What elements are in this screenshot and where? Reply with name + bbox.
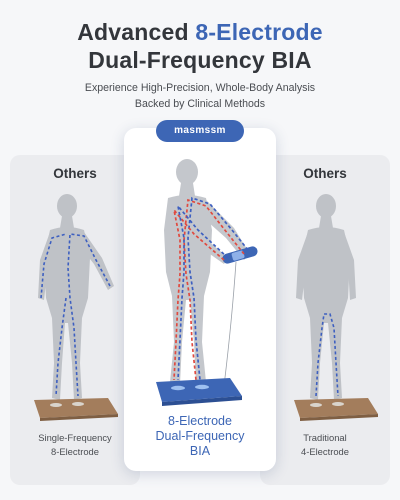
right-caption-line-2: 4-Electrode	[301, 446, 349, 457]
handle-cable	[223, 261, 237, 387]
panel-left-title: Others	[53, 166, 97, 181]
center-caption-line-3: BIA	[189, 444, 211, 458]
right-current-path	[315, 313, 339, 397]
subheadline-line-2: Backed by Clinical Methods	[134, 98, 266, 110]
headline-part-1: Advanced	[77, 19, 196, 45]
headline-line-1: Advanced 8-Electrode	[0, 18, 400, 46]
headline-accent: 8-Electrode	[195, 19, 323, 45]
left-body-figure	[34, 194, 118, 421]
left-caption-line-1: Single-Frequency	[38, 432, 112, 443]
left-scale	[34, 398, 118, 421]
center-caption-line-1: 8-Electrode	[168, 414, 232, 428]
headline-line-2: Dual-Frequency BIA	[88, 47, 312, 73]
brand-badge: masmssm	[156, 120, 244, 142]
left-caption-line-2: 8-Electrode	[51, 446, 99, 457]
headline: Advanced 8-Electrode Dual-Frequency BIA	[0, 18, 400, 74]
right-body-silhouette	[296, 194, 356, 400]
center-body-silhouette	[164, 159, 250, 384]
subheadline-line-1: Experience High-Precision, Whole-Body An…	[84, 82, 316, 94]
panel-right-title: Others	[303, 166, 347, 181]
right-scale	[294, 398, 378, 421]
center-scale	[156, 378, 242, 406]
right-body-figure	[294, 194, 378, 421]
subheadline: Experience High-Precision, Whole-Body An…	[0, 80, 400, 112]
panel-center-caption: 8-Electrode Dual-Frequency BIA	[124, 414, 276, 459]
panel-right-caption: Traditional 4-Electrode	[260, 431, 390, 459]
center-current-paths	[173, 196, 249, 381]
center-caption-line-2: Dual-Frequency	[155, 429, 245, 443]
panel-left-caption: Single-Frequency 8-Electrode	[10, 431, 140, 459]
left-body-silhouette	[38, 194, 114, 400]
right-caption-line-1: Traditional	[303, 432, 347, 443]
center-handle	[222, 246, 258, 264]
center-body-figure	[156, 159, 258, 406]
left-current-path	[40, 233, 111, 397]
